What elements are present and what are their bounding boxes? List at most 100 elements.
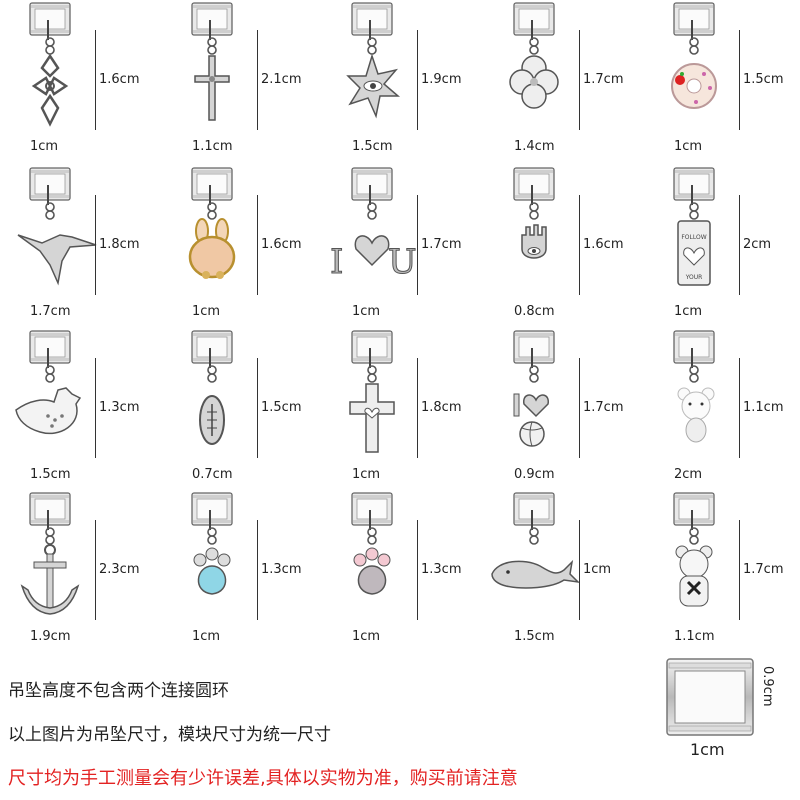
charm-item: 1.3cm 1cm [322, 490, 482, 652]
charm-height-label: 1.7cm [421, 237, 462, 252]
height-measure-line [739, 195, 740, 295]
charm-width-label: 1cm [30, 139, 59, 154]
height-measure-line [95, 30, 96, 130]
charm-width-label: 1cm [674, 139, 703, 154]
football-icon [191, 330, 233, 445]
charm-letter-u: U [388, 242, 417, 282]
charm-item: 1.3cm 1cm [162, 490, 322, 652]
teddy-bear-icon [673, 330, 715, 443]
charm-height-label: 1.5cm [261, 400, 302, 415]
note-pendant-height: 吊坠高度不包含两个连接圆环 [8, 681, 229, 701]
anchor-icon [20, 492, 80, 615]
crystal-bear-icon [673, 492, 715, 607]
charm-height-label: 1.1cm [743, 400, 784, 415]
charm-width-label: 0.7cm [192, 467, 233, 482]
charm-width-label: 1.7cm [30, 304, 71, 319]
charm-height-label: 2.1cm [261, 72, 302, 87]
evil-eye-sun-icon [346, 2, 401, 119]
charm-item: 1.3cm 1.5cm [0, 328, 160, 490]
hamsa-hand-icon [513, 167, 555, 259]
whale-icon [491, 492, 581, 589]
charm-letter-i: I [330, 242, 343, 282]
charm-width-label: 1cm [352, 304, 381, 319]
dog-tag-heart-icon: FOLLOW YOUR [673, 167, 715, 286]
tag-engraving-top: FOLLOW [681, 234, 706, 241]
height-measure-line [95, 358, 96, 458]
height-measure-line [579, 195, 580, 295]
charm-width-label: 1cm [674, 304, 703, 319]
charm-item: 1.1cm 2cm [644, 328, 800, 490]
charm-width-label: 1.1cm [674, 629, 715, 644]
note-module-size: 以上图片为吊坠尺寸，模块尺寸为统一尺寸 [8, 725, 331, 745]
charm-item: 2.3cm 1.9cm [0, 490, 160, 652]
charm-item: I U 1.7cm 1cm [322, 165, 482, 327]
height-measure-line [417, 520, 418, 620]
height-measure-line [579, 358, 580, 458]
height-measure-line [739, 358, 740, 458]
charm-width-label: 1.5cm [30, 467, 71, 482]
charm-width-label: 1cm [352, 467, 381, 482]
charm-item: 1.7cm 0.9cm [484, 328, 644, 490]
height-measure-line [257, 195, 258, 295]
charm-height-label: 1.6cm [99, 72, 140, 87]
module-link-icon [666, 658, 754, 736]
charm-height-label: 1.5cm [743, 72, 784, 87]
module-height-label: 0.9cm [760, 666, 775, 707]
paw-blue-gem-icon [191, 492, 233, 595]
cross-icon [29, 2, 71, 127]
charm-height-label: 2.3cm [99, 562, 140, 577]
bird-icon [15, 330, 82, 435]
charm-height-label: 1.7cm [743, 562, 784, 577]
charm-width-label: 1.4cm [514, 139, 555, 154]
module-width-label: 1cm [690, 740, 725, 759]
charm-item: 1.5cm 1cm [644, 0, 800, 162]
height-measure-line [257, 358, 258, 458]
charm-height-label: 1.3cm [261, 562, 302, 577]
height-measure-line [95, 195, 96, 295]
charm-height-label: 1.3cm [421, 562, 462, 577]
charm-width-label: 1.5cm [352, 139, 393, 154]
hummingbird-icon [17, 167, 97, 286]
charm-item: 1.6cm 1cm [0, 0, 160, 162]
height-measure-line [417, 30, 418, 130]
charm-width-label: 1cm [352, 629, 381, 644]
charm-item: 1.9cm 1.5cm [322, 0, 482, 162]
charm-width-label: 1.1cm [192, 139, 233, 154]
charm-height-label: 1.6cm [261, 237, 302, 252]
height-measure-line [257, 30, 258, 130]
charm-item: 1.5cm 0.7cm [162, 328, 322, 490]
charm-width-label: 0.9cm [514, 467, 555, 482]
charm-height-label: 2cm [743, 237, 772, 252]
charm-width-label: 1.5cm [514, 629, 555, 644]
charm-width-label: 1cm [192, 629, 221, 644]
charm-width-label: 1.9cm [30, 629, 71, 644]
tag-engraving-bottom: YOUR [685, 274, 703, 281]
crucifix-icon [191, 2, 233, 121]
height-measure-line [95, 520, 96, 620]
height-measure-line [417, 195, 418, 295]
charm-height-label: 1.9cm [421, 72, 462, 87]
charm-height-label: 1cm [583, 562, 612, 577]
charm-height-label: 1.8cm [421, 400, 462, 415]
donut-icon [671, 2, 717, 109]
charm-width-label: 0.8cm [514, 304, 555, 319]
charm-item: 1.8cm 1cm [322, 328, 482, 490]
note-measurement-warning: 尺寸均为手工测量会有少许误差,具体以实物为准，购买前请注意 [8, 768, 518, 789]
charm-height-label: 1.7cm [583, 400, 624, 415]
height-measure-line [257, 520, 258, 620]
height-measure-line [739, 520, 740, 620]
paw-pink-gem-icon [351, 492, 393, 595]
height-measure-line [579, 30, 580, 130]
charm-item: FOLLOW YOUR 2cm 1cm [644, 165, 800, 327]
charm-width-label: 2cm [674, 467, 703, 482]
charm-item: 2.1cm 1.1cm [162, 0, 322, 162]
i-love-volleyball-icon [513, 330, 555, 447]
height-measure-line [417, 358, 418, 458]
charm-height-label: 1.3cm [99, 400, 140, 415]
charm-item: 1cm 1.5cm [484, 490, 644, 652]
